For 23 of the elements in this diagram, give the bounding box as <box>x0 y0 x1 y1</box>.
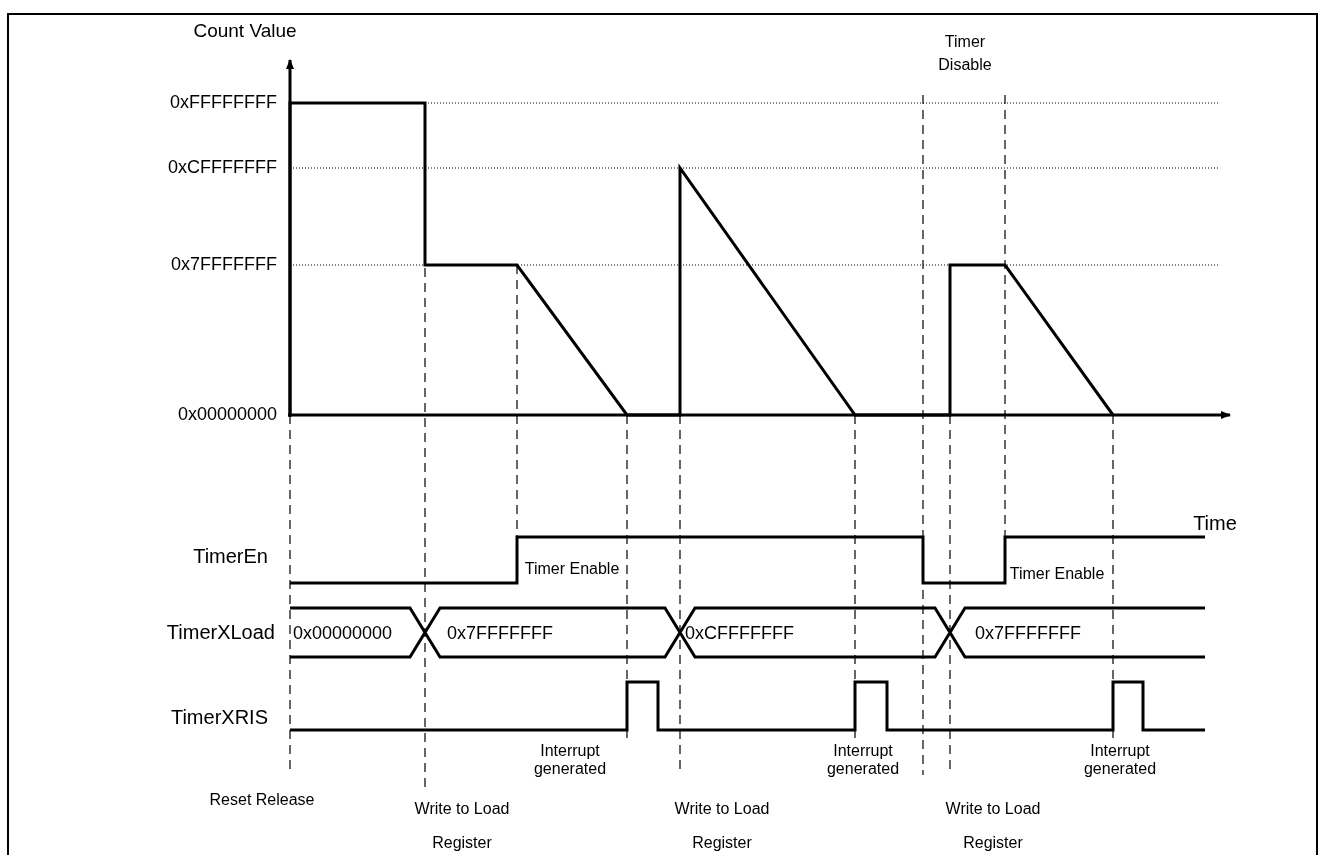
event-label: Interrupt generated <box>532 742 608 779</box>
bus-value: 0x7FFFFFFF <box>447 623 553 644</box>
event-label: Timer Enable <box>524 560 620 579</box>
axis-title: Time <box>1193 512 1237 535</box>
event-label: Timer Enable <box>1009 565 1105 584</box>
bus-value: 0x00000000 <box>293 623 393 644</box>
level-label: 0x7FFFFFFF <box>171 254 277 275</box>
signal-label: TimerEn <box>193 545 268 568</box>
event-label: Write to Load Register <box>673 799 771 853</box>
event-label: Write to Load Register <box>944 799 1042 853</box>
axis-title: Count Value <box>193 20 297 42</box>
signal-label: TimerXLoad <box>166 621 275 644</box>
signal-label: TimerXRIS <box>170 706 268 729</box>
level-label: 0xCFFFFFFF <box>168 157 277 178</box>
bus-value: 0x7FFFFFFF <box>975 623 1081 644</box>
event-label: Interrupt generated <box>825 742 901 779</box>
bus-value: 0xCFFFFFFF <box>685 623 794 644</box>
level-label: 0xFFFFFFFF <box>170 92 277 113</box>
event-label: Reset Release <box>209 791 315 810</box>
event-label: Timer Disable <box>937 32 993 76</box>
event-label: Write to Load Register <box>413 799 511 853</box>
event-label: Interrupt generated <box>1082 742 1158 779</box>
level-label: 0x00000000 <box>177 404 277 425</box>
